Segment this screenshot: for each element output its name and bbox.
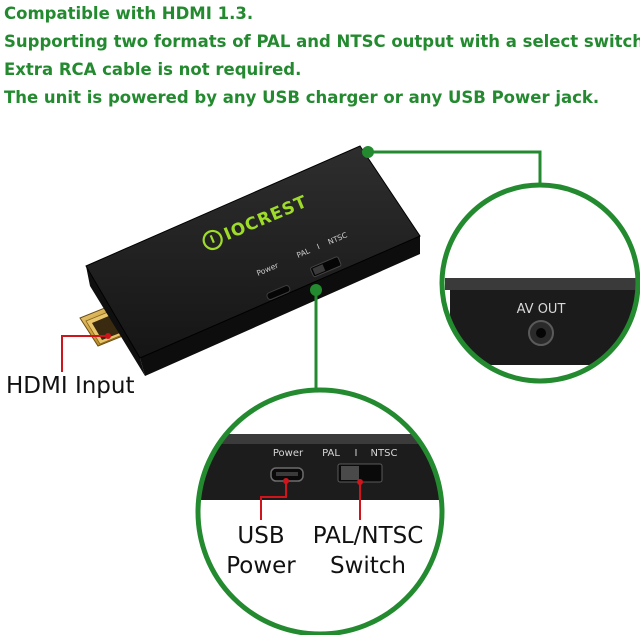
usb-label-line1: USB <box>237 523 285 549</box>
device-pal-ntsc-switch[interactable] <box>310 256 342 278</box>
hdmi-converter-device: IOCREST Power PAL I NTSC <box>79 145 421 376</box>
usb-power-callout: USB Power <box>214 521 308 581</box>
panel-pal-label: PAL <box>322 448 340 459</box>
feature-hdmi: Compatible with HDMI 1.3. <box>4 4 254 23</box>
av-out-zoom: AV OUT <box>439 182 640 384</box>
usb-switch-zoom: Power PAL I NTSC <box>195 387 445 635</box>
switch-knob[interactable] <box>341 466 359 480</box>
device-usb-port[interactable] <box>266 285 291 301</box>
usb-label-line2: Power <box>226 553 296 579</box>
feature-rca: Extra RCA cable is not required. <box>4 60 302 79</box>
pal-ntsc-switch-callout: PAL/NTSC Switch <box>305 521 431 581</box>
switch-label-line2: Switch <box>329 553 407 579</box>
panel-sep-label: I <box>355 448 358 459</box>
switch-label-line1: PAL/NTSC <box>312 523 424 549</box>
av-out-label: AV OUT <box>517 302 566 317</box>
panel-power-label: Power <box>273 448 304 459</box>
hdmi-input-label: HDMI Input <box>6 373 135 399</box>
device-sep-label: I <box>316 242 322 251</box>
hdmi-input-callout: HDMI Input <box>6 371 135 401</box>
panel-ntsc-label: NTSC <box>371 448 398 459</box>
feature-usb-power: The unit is powered by any USB charger o… <box>4 88 600 107</box>
red-callout-lines <box>61 333 363 520</box>
feature-pal-ntsc: Supporting two formats of PAL and NTSC o… <box>4 32 640 51</box>
feature-list: Compatible with HDMI 1.3. Supporting two… <box>4 0 640 112</box>
green-callout-lines <box>310 146 542 390</box>
